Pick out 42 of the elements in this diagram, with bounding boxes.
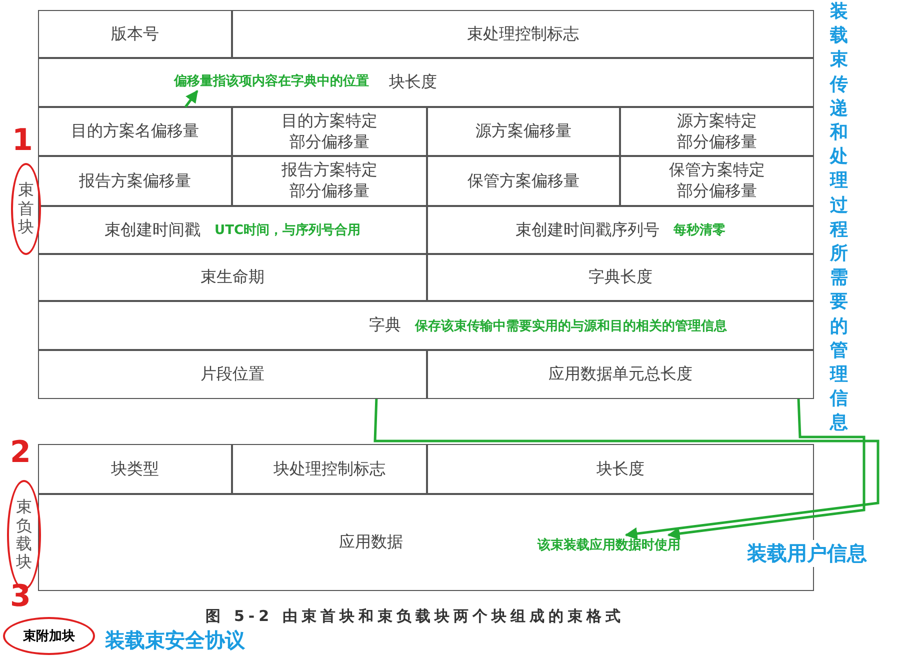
table-cell <box>38 206 427 254</box>
cell-text: 字典 <box>369 315 401 336</box>
circled-label: 束首块 <box>11 163 41 255</box>
table-cell: 源方案特定部分偏移量 <box>620 107 814 156</box>
table-cell: 目的方案特定部分偏移量 <box>232 107 427 156</box>
cell-text: 束创建时间戳序列号 <box>516 220 660 240</box>
table-cell <box>38 301 814 350</box>
table-cell: 字典长度 <box>427 254 814 301</box>
note-text: 该束装载应用数据时使用 <box>524 535 694 555</box>
number-label: 1 <box>12 126 33 156</box>
arrow <box>667 398 866 540</box>
table-cell: 报告方案偏移量 <box>38 156 232 206</box>
table-cell: 目的方案名偏移量 <box>38 107 232 156</box>
cell-text: 应用数据 <box>339 532 403 553</box>
table-cell: 保管方案偏移量 <box>427 156 620 206</box>
table-cell: 应用数据单元总长度 <box>427 350 814 399</box>
table-cell: 束处理控制标志 <box>232 10 814 58</box>
table-cell: 报告方案特定部分偏移量 <box>232 156 427 206</box>
note-text: UTC时间，与序列号合用 <box>214 222 360 239</box>
note-text: 偏移量指该项内容在字典中的位置 <box>159 71 384 91</box>
table-cell: 块类型 <box>38 444 232 494</box>
table-cell: 块长度 <box>427 444 814 494</box>
annotation-text: 装载束安全协议 <box>105 627 245 654</box>
annotation-text: 装载束传递和处理过程所需要的管理信息 <box>828 0 849 436</box>
table-cell: 版本号 <box>38 10 232 58</box>
table-cell: 保管方案特定部分偏移量 <box>620 156 814 206</box>
number-label: 2 <box>10 438 31 468</box>
table-cell <box>38 58 814 107</box>
table-cell <box>427 206 814 254</box>
table-cell: 块处理控制标志 <box>232 444 427 494</box>
arrow <box>184 90 198 108</box>
cell-text: 块长度 <box>389 72 437 93</box>
table-cell: 束生命期 <box>38 254 427 301</box>
note-text: 每秒清零 <box>674 222 726 239</box>
annotation-text: 装载用户信息 <box>747 540 867 567</box>
figure-caption: 图 5-2 由束首块和束负载块两个块组成的束格式 <box>204 607 626 626</box>
arrow <box>374 398 880 540</box>
cell-text: 束创建时间戳 <box>104 220 201 240</box>
table-cell: 片段位置 <box>38 350 427 399</box>
note-text: 保存该束传输中需要实用的与源和目的相关的管理信息 <box>415 318 727 334</box>
circled-label: 束附加块 <box>3 617 95 655</box>
table-cell: 源方案偏移量 <box>427 107 620 156</box>
